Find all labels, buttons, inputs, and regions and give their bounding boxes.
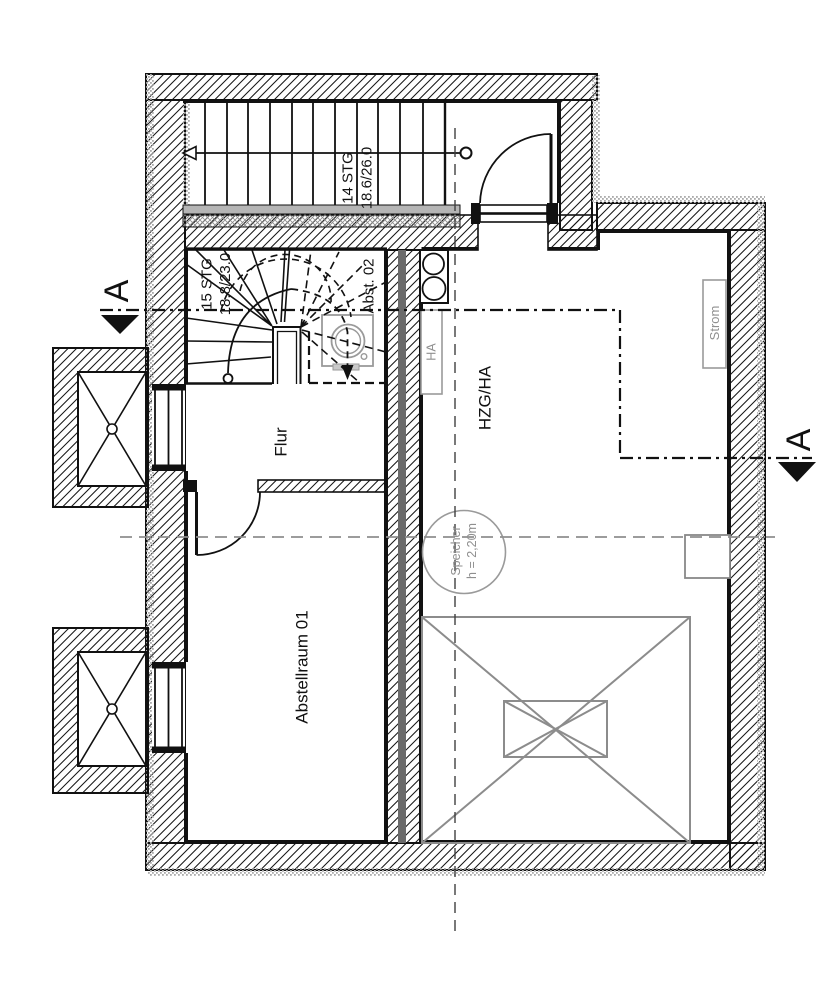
stair-winder-arcs-dashed [220, 253, 352, 318]
light-wells [52, 347, 149, 794]
window-2-frame [154, 668, 183, 747]
window-2 [152, 662, 185, 753]
section-cut-line [100, 308, 812, 460]
stair-winder-direction-arrow-icon [341, 365, 354, 380]
boiler-circle-1-icon [422, 252, 445, 276]
abstellraum-outline [185, 250, 387, 843]
window-2-cap-bottom [152, 746, 185, 753]
window-1-cap-bottom [152, 464, 185, 471]
speicher-note-circle [421, 509, 507, 595]
insulation-bottom [148, 868, 765, 876]
stair-upper [181, 100, 473, 228]
stair-winder-treads-dashed [300, 249, 387, 384]
label-ha: HA [425, 343, 439, 361]
stair-upper-count-label: 14 STG [340, 152, 357, 204]
stair-upper-direction-arrow-icon [181, 145, 197, 161]
stair-winder-treads-solid [185, 249, 291, 327]
stair-winder-newel-inner [276, 330, 298, 384]
axis-lines [120, 128, 775, 938]
label-strom: Strom [707, 306, 722, 341]
room-label-hzg-ha: HZG/HA [476, 365, 495, 430]
stair-hall-outline [183, 100, 560, 203]
ceiling-opening-small [503, 700, 608, 758]
section-arrow-left-icon [101, 315, 139, 334]
stair-winder-walk-start-icon [222, 373, 234, 384]
windows [152, 384, 185, 753]
wall-central-core [398, 250, 406, 843]
door-1-sill-inner [479, 213, 548, 223]
fixtures [321, 249, 731, 844]
door-1 [471, 133, 558, 224]
insulation-step [598, 196, 765, 203]
wall-top [145, 73, 598, 101]
light-well-2-drain-icon [106, 703, 118, 715]
room-label-abst02: Abst. 02 [361, 258, 378, 313]
appliance-knob-icon [360, 353, 368, 361]
section-letter-right: A [780, 428, 818, 451]
door-1-jamb-left [471, 203, 480, 224]
insulation-upper-right [592, 75, 600, 203]
window-1-cap-top [152, 384, 185, 391]
window-1-frame [154, 390, 183, 465]
room-label-flur: Flur [272, 427, 291, 457]
stair-upper-screed-strip [182, 213, 461, 228]
window-1 [152, 384, 185, 471]
stair-winder-newel-wall [272, 326, 302, 384]
wall-niche-box [684, 534, 731, 579]
room-label-abstellraum: Abstellraum 01 [293, 610, 312, 723]
section-letter-left: A [98, 279, 136, 302]
stair-upper-walk-start-icon [459, 146, 473, 160]
stair-lower-dims-label: 18.8/23.0 [217, 253, 234, 316]
door-1-sill-outer [479, 204, 548, 214]
wall-step-top [596, 202, 766, 231]
door-1-swing-arc [479, 133, 552, 204]
stair-winder-walk-line-dashed [290, 288, 349, 366]
light-well-1-drain-icon [106, 423, 118, 435]
section-arrow-right-icon [778, 462, 816, 482]
insulation-right [757, 196, 765, 872]
stair-winder-walk-line-solid [227, 288, 292, 374]
wall-flur-abstellraum [257, 479, 388, 493]
stair-lower-count-label: 15 STG [199, 258, 216, 310]
label-speicher-line1: Speicher [449, 526, 463, 575]
insulation-left [146, 74, 154, 868]
door-1-jamb-right [547, 203, 558, 224]
door-2-swing-arc [196, 491, 261, 556]
strom-connection-box [702, 279, 727, 369]
wall-upper-right [559, 99, 593, 231]
text-labels: 14 STG 18.6/26.0 15 STG 18.8/23.0 Abst. … [98, 147, 818, 724]
boiler-circle-2-icon [421, 276, 447, 301]
section-line [100, 308, 816, 482]
window-2-cap-top [152, 662, 185, 669]
abst02-boundary-dashed [307, 332, 386, 385]
stair-upper-dims-label: 18.6/26.0 [359, 147, 376, 210]
stair-upper-edge-strip [182, 204, 461, 215]
door-2 [195, 491, 261, 556]
door-2-jamb [183, 480, 197, 492]
label-speicher-line2: h = 2,20m [465, 523, 479, 579]
stair-winder [185, 249, 387, 385]
